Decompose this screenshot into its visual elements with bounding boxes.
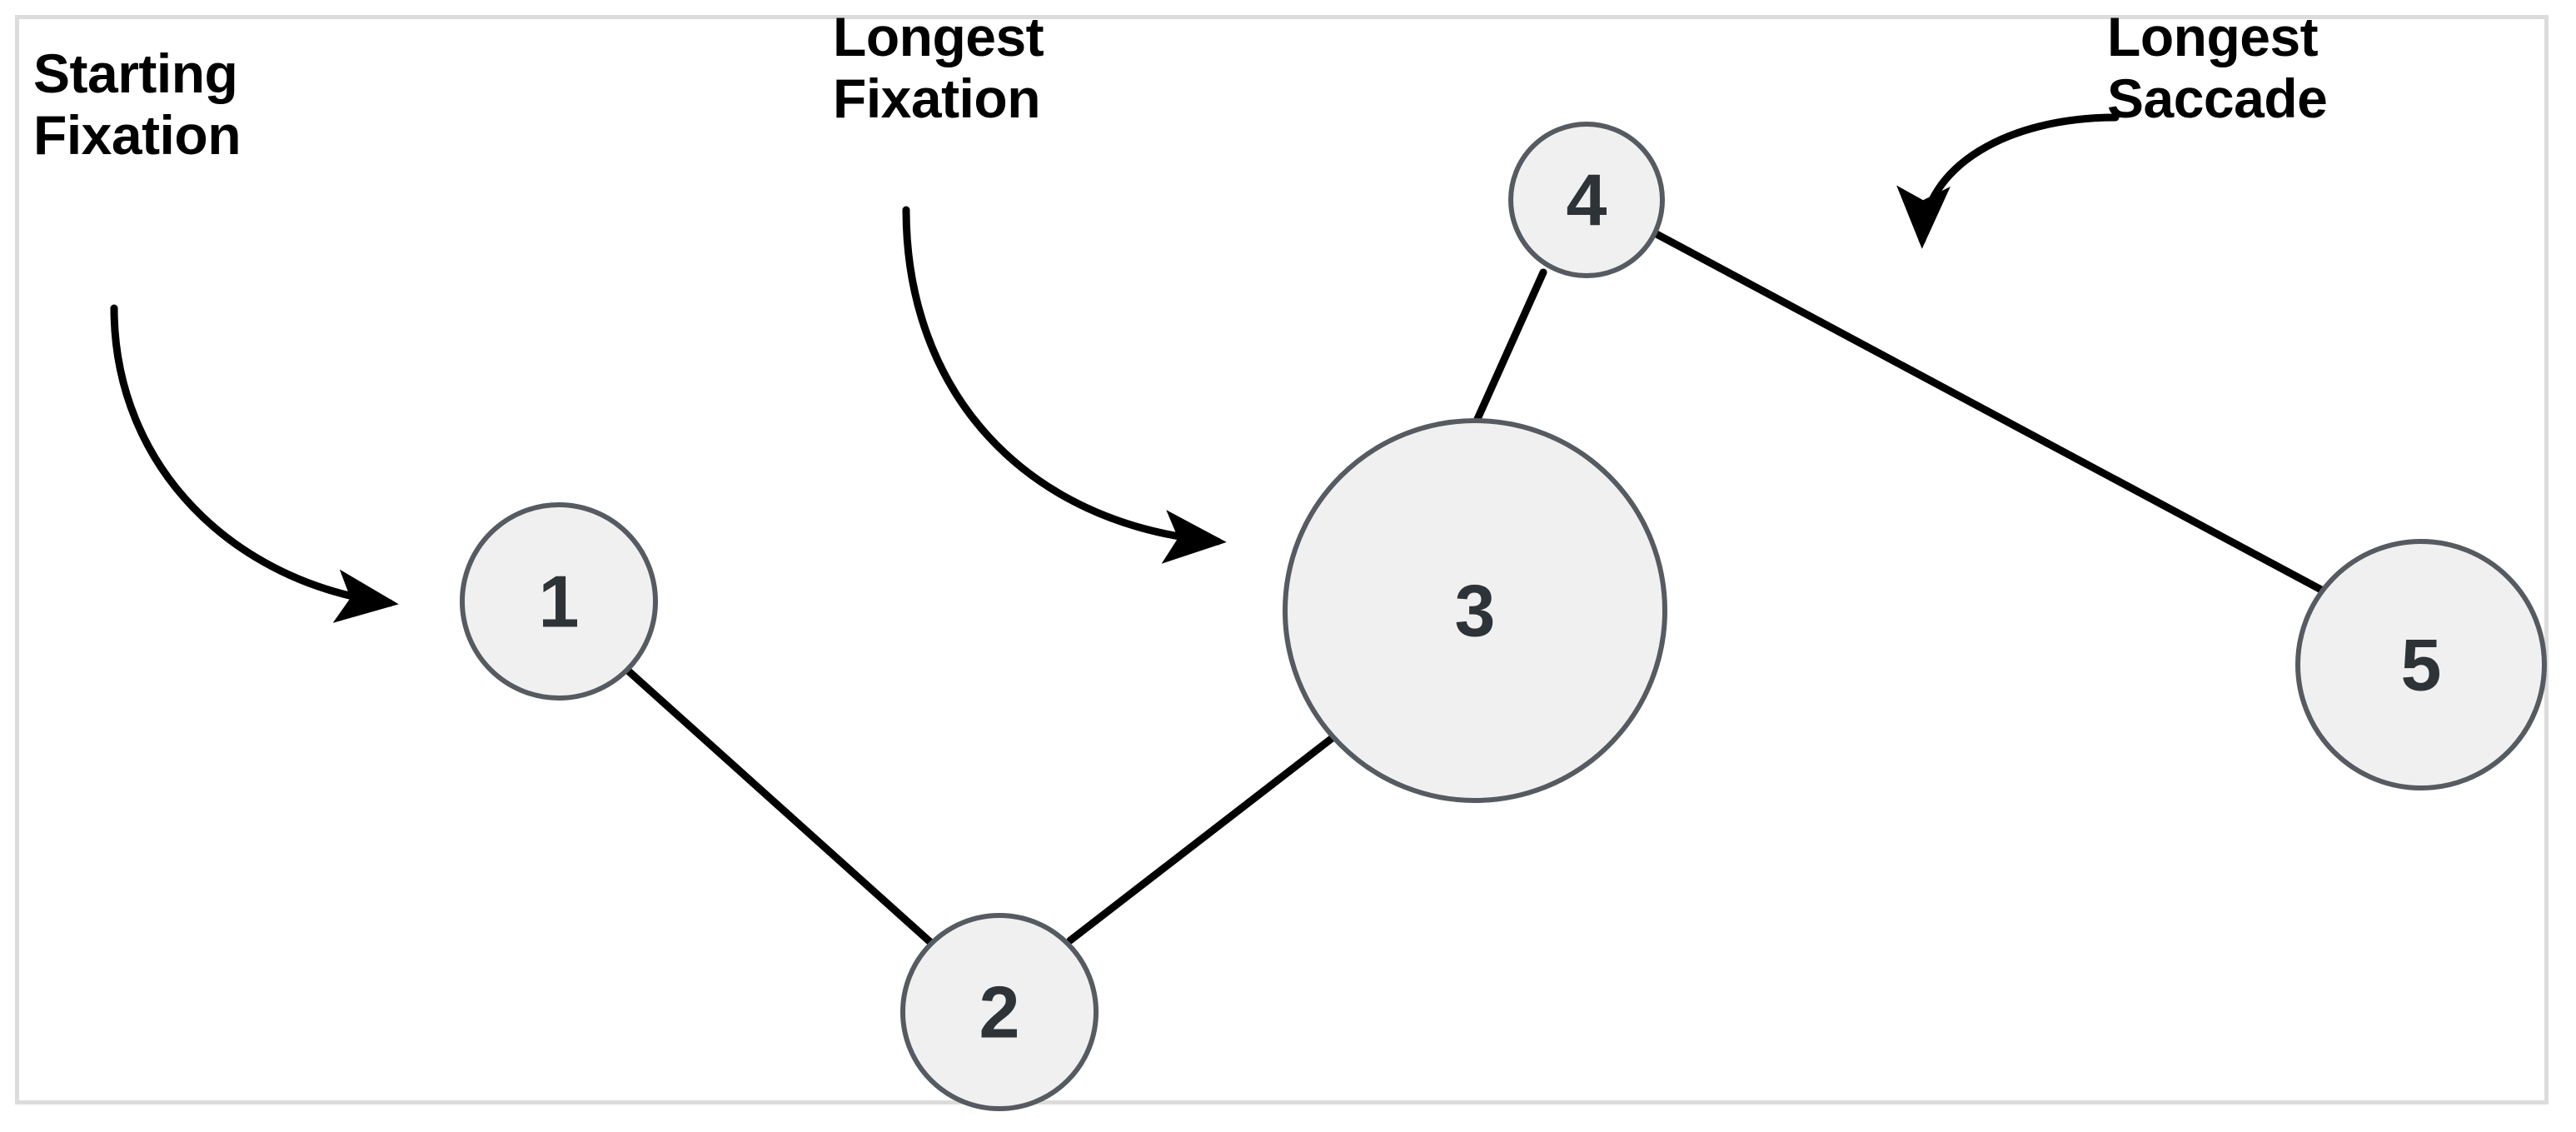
node-3[interactable]: 3: [1283, 418, 1667, 803]
node-5-label: 5: [2401, 624, 2442, 706]
node-2-label: 2: [979, 971, 1020, 1054]
node-4-label: 4: [1567, 159, 1607, 242]
starting-fixation-arrow-icon: [110, 304, 399, 623]
saccade-edges: [625, 230, 2327, 946]
node-1-label: 1: [539, 561, 580, 643]
node-4[interactable]: 4: [1508, 122, 1665, 278]
figure-border: [15, 15, 2549, 1105]
node-2-circle[interactable]: [900, 913, 1099, 1111]
edge-4-5: [1652, 230, 2327, 595]
node-3-circle[interactable]: [1283, 418, 1667, 803]
annotation-arrows: [110, 113, 2120, 623]
longest-saccade-arrow-icon: [1896, 113, 2120, 249]
node-5-circle[interactable]: [2295, 539, 2547, 790]
longest-fixation-arrow-icon: [902, 206, 1227, 564]
annotation-longest-saccade: Longest Saccade: [2107, 6, 2328, 129]
node-1[interactable]: 1: [460, 502, 658, 701]
node-5[interactable]: 5: [2295, 539, 2547, 790]
edge-1-2: [625, 667, 934, 946]
edge-2-3: [1066, 727, 1345, 945]
annotation-longest-fixation: Longest Fixation: [833, 6, 1044, 129]
fixation-nodes: 1 2 3 4 5: [460, 122, 2547, 1111]
node-4-circle[interactable]: [1508, 122, 1665, 278]
node-1-circle[interactable]: [460, 502, 658, 701]
node-2[interactable]: 2: [900, 913, 1099, 1111]
annotation-starting-fixation: Starting Fixation: [33, 42, 242, 166]
node-3-label: 3: [1455, 570, 1496, 652]
edge-3-4: [1473, 268, 1547, 423]
